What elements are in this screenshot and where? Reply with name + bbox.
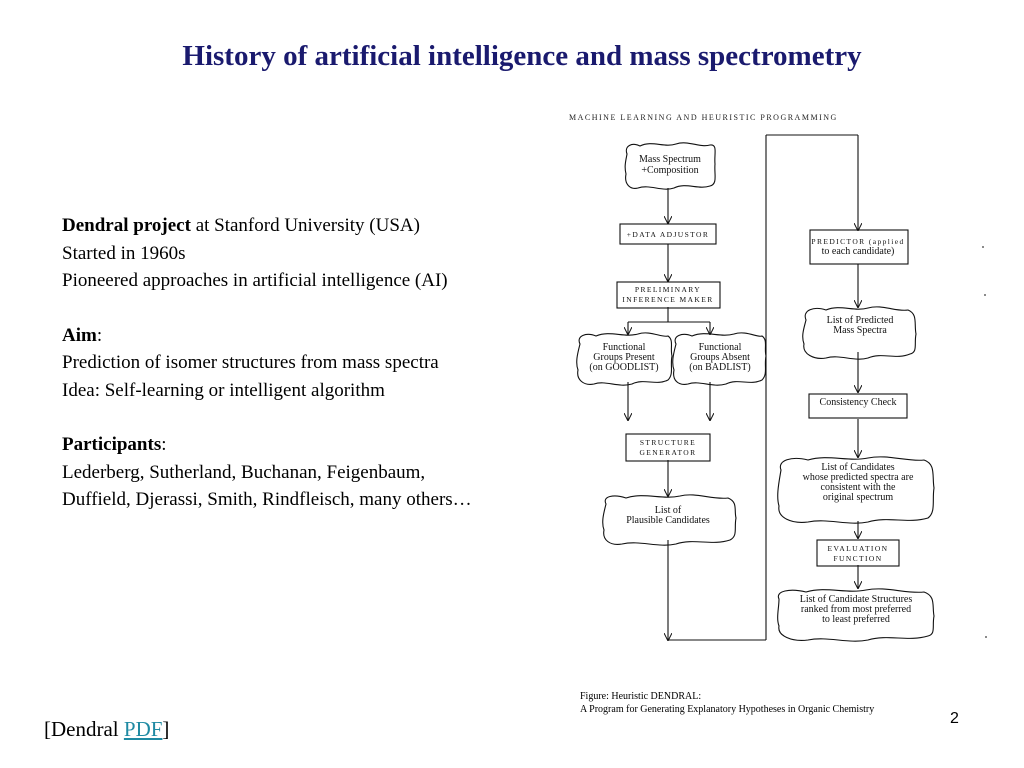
ranked-label-1: List of Candidate Structures xyxy=(800,594,913,605)
project-location: at Stanford University (USA) xyxy=(190,215,420,236)
aim-label: Aim xyxy=(62,324,97,346)
citation: [Dendral PDF] xyxy=(44,717,169,742)
data-adjustor-label: +DATA ADJUSTOR xyxy=(627,230,709,239)
plausible-candidates-box xyxy=(602,494,737,546)
aim-line-2: Idea: Self-learning or intelligent algor… xyxy=(62,379,385,401)
slide-title: History of artificial intelligence and m… xyxy=(182,40,862,72)
slide-number: 2 xyxy=(950,710,959,727)
participants-colon: : xyxy=(161,434,167,455)
pioneered-line: Pioneered approaches in artificial intel… xyxy=(62,270,448,291)
groups-present-box xyxy=(576,332,673,386)
candidates-label-2: whose predicted spectra are xyxy=(803,472,914,483)
citation-suffix: ] xyxy=(162,717,170,741)
mass-spectrum-label-2: +Composition xyxy=(641,165,698,176)
project-name: Dendral project xyxy=(62,215,191,236)
citation-prefix: [Dendral xyxy=(44,717,124,741)
mass-spectrum-box xyxy=(624,142,716,190)
project-line: Dendral project at Stanford University (… xyxy=(62,212,562,240)
candidates-label-3: consistent with the xyxy=(821,482,897,493)
evaluation-label-2: FUNCTION xyxy=(833,554,882,563)
dendral-flowchart: MACHINE LEARNING AND HEURISTIC PROGRAMMI… xyxy=(569,113,935,642)
scan-dot xyxy=(982,246,984,248)
consistency-label: Consistency Check xyxy=(820,397,897,408)
pdf-link[interactable]: PDF xyxy=(123,717,163,741)
predictor-label-2: to each candidate) xyxy=(822,246,895,257)
preliminary-label-1: PRELIMINARY xyxy=(635,285,701,294)
candidates-label-1: List of Candidates xyxy=(821,462,894,473)
groups-present-label-3: (on GOODLIST) xyxy=(589,362,658,373)
groups-absent-box xyxy=(672,332,767,386)
mass-spectrum-label-1: Mass Spectrum xyxy=(639,154,701,165)
aim-line-1: Prediction of isomer structures from mas… xyxy=(62,352,439,373)
aim-colon: : xyxy=(96,324,103,346)
participants-line-2: Duffield, Djerassi, Smith, Rindfleisch, … xyxy=(62,489,472,510)
figure-caption: Figure: Heuristic DENDRAL: A Program for… xyxy=(580,690,874,716)
groups-present-label-2: Groups Present xyxy=(593,352,655,363)
plausible-label-2: Plausible Candidates xyxy=(626,515,710,526)
predicted-spectra-box xyxy=(802,306,917,360)
evaluation-function-box xyxy=(816,539,900,567)
caption-line-1: Figure: Heuristic DENDRAL: xyxy=(580,691,702,702)
ranked-structures-box xyxy=(777,588,935,642)
groups-absent-label-1: Functional xyxy=(699,342,742,353)
evaluation-label-1: EVALUATION xyxy=(828,544,889,553)
predictor-label-1: PREDICTOR (applied xyxy=(811,237,904,246)
ranked-label-3: to least preferred xyxy=(822,614,890,625)
structure-label-2: GENERATOR xyxy=(639,448,696,457)
predictor-box xyxy=(809,229,909,265)
predicted-label-1: List of Predicted xyxy=(827,315,894,326)
caption-line-2: A Program for Generating Explanatory Hyp… xyxy=(580,704,875,715)
structure-generator-box xyxy=(625,433,711,462)
figure-header: MACHINE LEARNING AND HEURISTIC PROGRAMMI… xyxy=(569,113,838,122)
started-line: Started in 1960s xyxy=(62,242,186,264)
content-block: Dendral project at Stanford University (… xyxy=(62,212,562,514)
groups-present-label-1: Functional xyxy=(603,342,646,353)
participants-label: Participants xyxy=(62,434,162,455)
aim-heading: Aim: xyxy=(62,322,562,350)
preliminary-inference-box xyxy=(616,281,721,309)
data-adjustor-box xyxy=(619,223,717,245)
plausible-label-1: List of xyxy=(655,505,682,516)
groups-absent-label-3: (on BADLIST) xyxy=(689,362,750,373)
consistent-candidates-box xyxy=(777,456,935,524)
preliminary-label-2: INFERENCE MAKER xyxy=(622,295,713,304)
predicted-label-2: Mass Spectra xyxy=(833,325,887,336)
scan-dot xyxy=(984,294,986,296)
ranked-label-2: ranked from most preferred xyxy=(801,604,911,615)
candidates-label-4: original spectrum xyxy=(823,492,893,503)
consistency-check-box xyxy=(808,393,908,419)
participants-heading: Participants: xyxy=(62,431,562,459)
scan-dot xyxy=(985,636,987,638)
structure-label-1: STRUCTURE xyxy=(640,438,696,447)
groups-absent-label-2: Groups Absent xyxy=(690,352,750,363)
participants-line-1: Lederberg, Sutherland, Buchanan, Feigenb… xyxy=(62,461,426,483)
